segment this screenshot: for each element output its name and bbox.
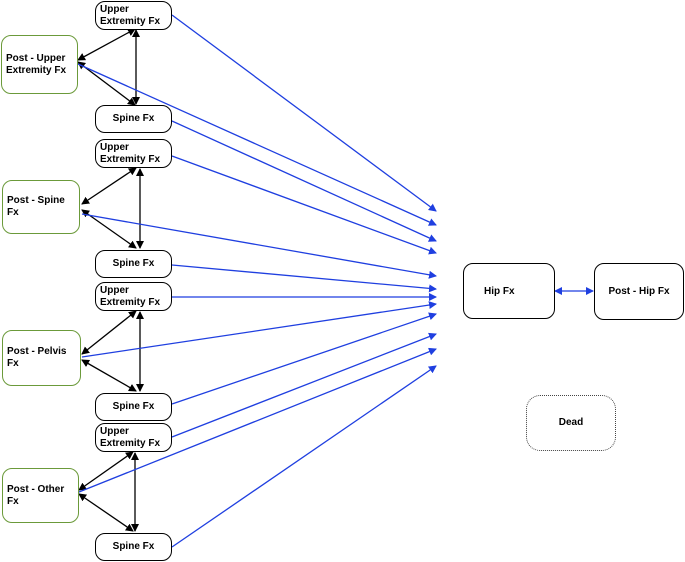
node-label: Spine Fx: [112, 401, 155, 412]
node-spine-2: Spine Fx: [95, 250, 172, 278]
node-label: Post - Pelvis Fx: [7, 346, 67, 369]
node-label: Spine Fx: [112, 541, 155, 552]
blue-edge-spine4-to-hip: [171, 365, 437, 548]
node-hip-fx: Hip Fx: [463, 263, 555, 319]
edge-post-other-to-spine4: [78, 493, 134, 532]
edge-post-upper-to-spine1: [77, 61, 136, 106]
edge-post-pelvis-to-spine3: [81, 359, 137, 392]
node-label: Post - Spine Fx: [7, 195, 65, 218]
blue-edge-post-spine-to-hip: [81, 213, 437, 279]
edge-post-spine-to-upper2: [81, 167, 137, 205]
edge-post-upper-to-upper1: [77, 28, 136, 61]
blue-edge-upper4-to-hip: [171, 332, 437, 438]
blue-edge-post-pelvis-to-hip: [81, 301, 437, 358]
node-spine-4: Spine Fx: [95, 533, 172, 561]
node-label: Spine Fx: [112, 113, 155, 124]
node-label: Hip Fx: [484, 286, 515, 297]
blue-edge-post-other-to-hip: [78, 347, 437, 493]
blue-edge-spine3-to-hip: [171, 312, 437, 405]
node-label: Upper Extremity Fx: [100, 425, 161, 449]
node-label: Upper Extremity Fx: [100, 141, 161, 165]
node-label: Dead: [558, 417, 584, 428]
node-upper-extremity-4: Upper Extremity Fx: [95, 423, 172, 452]
node-upper-extremity-1: Upper Extremity Fx: [95, 1, 172, 30]
node-upper-extremity-3: Upper Extremity Fx: [95, 282, 172, 311]
blue-edge-spine2-to-hip: [171, 264, 437, 293]
node-label: Post - Other Fx: [7, 483, 65, 507]
node-label: Post - Upper Extremity Fx: [6, 52, 67, 76]
node-post-pelvis: Post - Pelvis Fx: [2, 330, 81, 386]
node-label: Upper Extremity Fx: [100, 3, 161, 27]
node-label: Post - Hip Fx: [608, 285, 670, 297]
node-spine-1: Spine Fx: [95, 105, 172, 133]
node-upper-extremity-2: Upper Extremity Fx: [95, 139, 172, 168]
node-spine-3: Spine Fx: [95, 393, 172, 421]
blue-edge-post-upper-to-hip: [77, 63, 437, 226]
node-post-upper-extremity: Post - Upper Extremity Fx: [1, 35, 78, 94]
node-post-hip-fx: Post - Hip Fx: [594, 263, 684, 320]
blue-edge-upper2-to-hip: [171, 155, 437, 255]
node-post-other: Post - Other Fx: [2, 468, 79, 523]
node-dead: Dead: [526, 395, 616, 451]
edge-post-pelvis-to-upper3: [81, 310, 137, 355]
node-label: Upper Extremity Fx: [100, 284, 161, 308]
blue-edge-spine1-to-hip: [171, 120, 437, 242]
blue-edge-upper1-to-hip: [171, 14, 437, 212]
node-label: Spine Fx: [112, 258, 155, 269]
edge-post-other-to-upper4: [78, 451, 134, 491]
edge-post-spine-to-spine2: [81, 209, 137, 249]
node-post-spine: Post - Spine Fx: [2, 180, 80, 234]
